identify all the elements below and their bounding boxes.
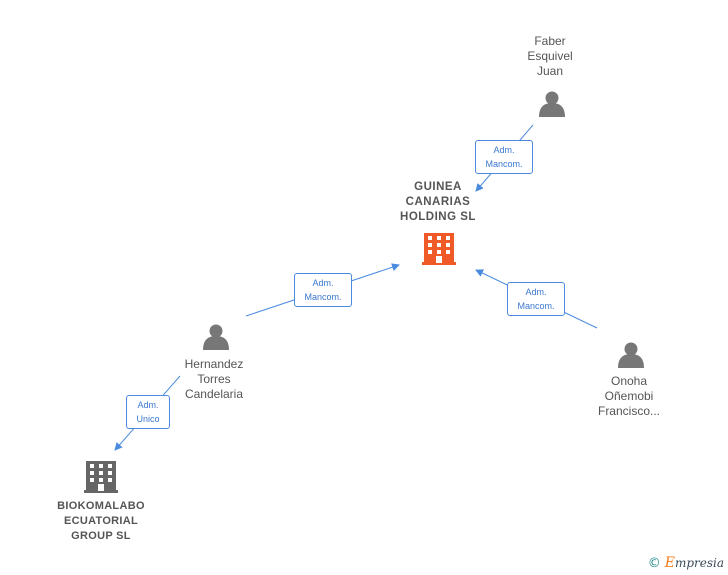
node-label-line: Candelaria [184, 387, 244, 401]
node-label-line: Faber [534, 34, 566, 48]
node-label-line: Onoha [610, 374, 648, 388]
edge-label-hernandez-guinea[interactable]: Adm. Mancom. [294, 273, 352, 307]
node-label-line: ECUATORIAL [63, 515, 139, 527]
node-label-line: BIOKOMALABO [57, 500, 145, 512]
brand-name: mpresia [674, 556, 724, 570]
node-label-line: Esquivel [527, 49, 573, 63]
node-label-line: GUINEA [414, 181, 462, 193]
node-label-line: Francisco... [597, 404, 660, 418]
copyright-symbol: © [647, 555, 661, 571]
node-label-line: Hernandez [184, 357, 244, 371]
node-label-onoha[interactable]: Onoha Oñemobi Francisco... [579, 374, 679, 419]
node-label-line: GROUP SL [71, 530, 131, 542]
building-icon[interactable] [422, 233, 456, 265]
person-icon[interactable] [618, 342, 644, 369]
edge-role-line: Mancom. [304, 292, 342, 302]
node-label-guinea[interactable]: GUINEA CANARIAS HOLDING SL [378, 180, 498, 225]
edge-role-line: Unico [136, 414, 160, 424]
node-label-line: Juan [536, 64, 564, 78]
empresia-logo: © E mpresia [648, 555, 724, 571]
edge-label-hernandez-biokomalabo[interactable]: Adm. Unico [126, 395, 170, 429]
building-icon[interactable] [84, 461, 118, 493]
node-label-biokomalabo[interactable]: BIOKOMALABO ECUATORIAL GROUP SL [41, 499, 161, 544]
edge-role-line: Mancom. [485, 159, 523, 169]
edge-role-line: Adm. [312, 278, 334, 288]
node-label-faber[interactable]: Faber Esquivel Juan [500, 34, 600, 79]
edge-role-line: Adm. [137, 400, 159, 410]
edge-role-line: Adm. [525, 287, 547, 297]
edge-role-line: Adm. [493, 145, 515, 155]
node-label-line: CANARIAS [405, 196, 471, 208]
person-icon[interactable] [203, 324, 229, 351]
edge-label-faber-guinea[interactable]: Adm. Mancom. [475, 140, 533, 174]
node-label-line: HOLDING SL [400, 211, 476, 223]
node-label-line: Torres [197, 372, 231, 386]
edge-label-onoha-guinea[interactable]: Adm. Mancom. [507, 282, 565, 316]
edge-role-line: Mancom. [517, 301, 555, 311]
node-label-hernandez[interactable]: Hernandez Torres Candelaria [164, 357, 264, 402]
person-icon[interactable] [539, 91, 565, 118]
brand-initial: E [664, 555, 675, 571]
node-label-line: Oñemobi [604, 389, 654, 403]
